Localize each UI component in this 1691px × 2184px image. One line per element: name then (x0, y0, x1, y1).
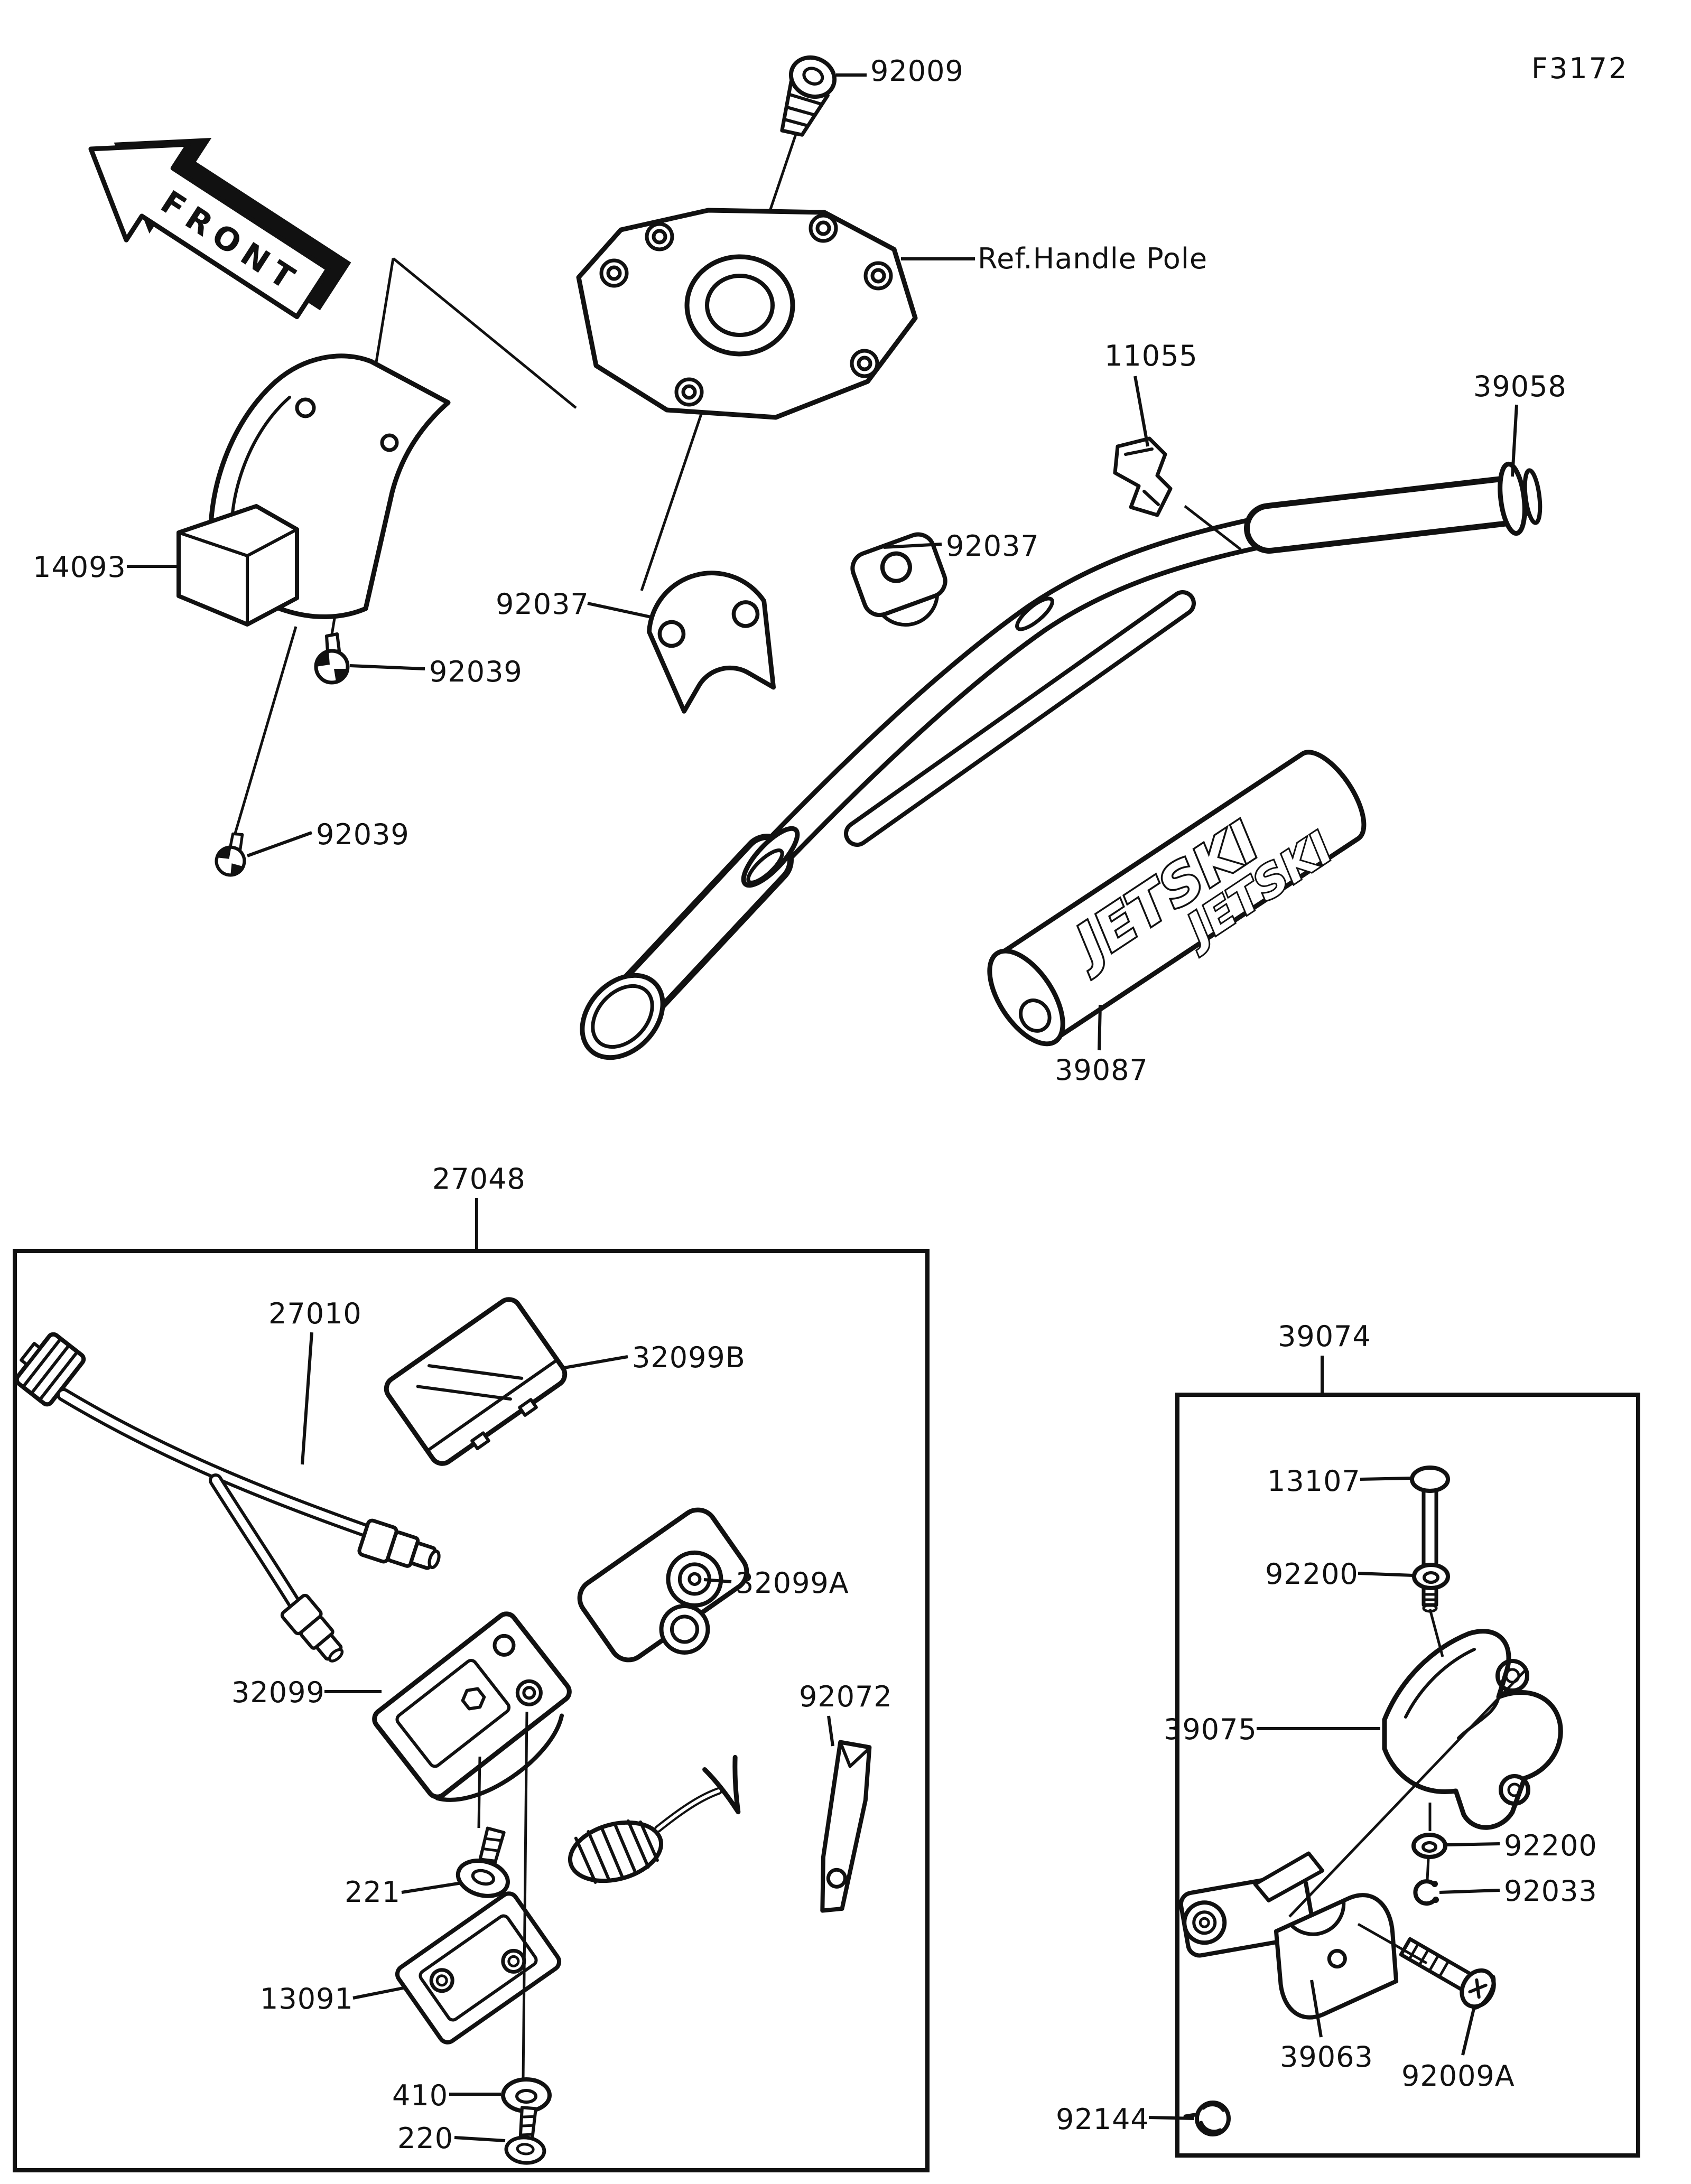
handlebar-pad-drawing: JETSKI JETSKI (987, 750, 1367, 1047)
rivet-92039-upper-drawing (314, 632, 350, 685)
part-label-92072: 92072 (799, 1680, 893, 1713)
part-label-39063: 39063 (1280, 2040, 1373, 2074)
harness-27010-drawing (14, 1332, 441, 1663)
part-label-221: 221 (345, 1875, 401, 1909)
screw-92009-drawing (780, 55, 837, 137)
handle-pole-plate-drawing (576, 208, 918, 420)
rivet-92039-lower-drawing (215, 832, 246, 877)
part-label-92144: 92144 (1056, 2103, 1149, 2136)
screw-220-drawing (504, 2106, 546, 2165)
part-label-14093: 14093 (33, 550, 126, 584)
front-arrow-drawing: FRONT (88, 137, 351, 320)
part-label-92033: 92033 (1504, 1874, 1597, 1908)
part-label-220: 220 (397, 2122, 454, 2155)
clamp-92037-left-drawing (647, 571, 776, 714)
clip-92033-drawing (1413, 1879, 1439, 1906)
holder-13091-drawing (395, 1891, 562, 2045)
part-label-39075: 39075 (1164, 1713, 1257, 1746)
stop-switch-92072-drawing (568, 1740, 872, 1913)
washer-92200-upper-drawing (1412, 1563, 1450, 1590)
part-label-92037-right: 92037 (946, 529, 1039, 563)
cap-32099b-drawing (384, 1297, 568, 1466)
handlebar-drawing (580, 461, 1543, 1060)
part-label-27048: 27048 (432, 1162, 526, 1196)
part-label-39058: 39058 (1473, 370, 1567, 403)
leader-lines (127, 73, 1518, 2142)
figure-code: F3172 (1531, 52, 1629, 85)
lever-39075-drawing (1382, 1629, 1563, 1830)
left-assembly-box (13, 1249, 930, 2172)
right-box-axis-lines (1288, 1609, 1526, 1965)
ref-handle-pole-label: Ref.Handle Pole (978, 242, 1208, 275)
part-label-39074: 39074 (1278, 1320, 1371, 1353)
part-label-92009: 92009 (870, 54, 964, 88)
handle-cover-drawing (176, 353, 451, 627)
washer-92200-lower-drawing (1411, 1833, 1447, 1859)
throttle-lever-drawing (1178, 1851, 1325, 1958)
case-32099-drawing (372, 1611, 572, 1802)
part-label-13107: 13107 (1267, 1464, 1361, 1498)
switch-32099a-drawing (577, 1507, 749, 1663)
part-label-27010: 27010 (268, 1297, 362, 1330)
part-label-11055: 11055 (1104, 339, 1198, 372)
spring-92144-drawing (1183, 2101, 1231, 2136)
part-label-92037-left: 92037 (496, 587, 589, 621)
bracket-11055-drawing (1113, 436, 1173, 517)
holder-39063-drawing (1274, 1893, 1399, 2020)
part-label-32099: 32099 (231, 1676, 325, 1709)
screw-221-drawing (456, 1826, 510, 1898)
part-label-92009a: 92009A (1401, 2059, 1515, 2093)
part-label-410: 410 (392, 2079, 449, 2112)
part-label-32099a: 32099A (736, 1566, 849, 1600)
part-label-92039-upper: 92039 (429, 655, 523, 688)
right-assembly-box (1175, 1393, 1640, 2158)
part-label-92200-upper: 92200 (1265, 1557, 1359, 1591)
part-label-13091: 13091 (260, 1982, 354, 2015)
part-label-39087: 39087 (1055, 1053, 1148, 1087)
part-label-92200-lower: 92200 (1504, 1829, 1597, 1862)
screw-92009a-drawing (1399, 1937, 1496, 2010)
part-label-92039-lower: 92039 (316, 818, 410, 851)
clamp-92037-right-drawing (850, 532, 947, 627)
part-label-32099b: 32099B (632, 1341, 746, 1374)
